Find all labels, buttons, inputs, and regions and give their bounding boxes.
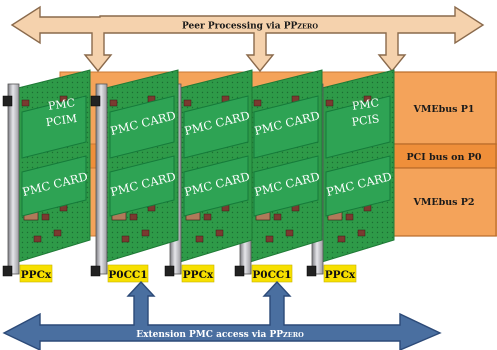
ejector-handle-bottom — [2, 265, 13, 277]
extension-pmc-label: Extension PMC access via PPZERO — [136, 330, 304, 340]
ejector-handle-top — [90, 95, 101, 107]
upper-pmc-card-body — [183, 95, 249, 159]
peer-processing-arrow: Peer Processing via PPZERO — [10, 5, 485, 73]
chip — [345, 213, 354, 221]
card-tag-box — [107, 264, 149, 283]
ejector-handle-top — [2, 95, 13, 107]
card-tag-box — [323, 264, 357, 283]
lower-pmc-card: PMC CARD — [253, 155, 321, 217]
ejector-handle-bottom — [90, 265, 101, 277]
card-tag-label: PPCx — [325, 269, 356, 281]
card-tag-label: PPCx — [21, 269, 52, 281]
chip — [285, 229, 294, 237]
chip — [129, 213, 138, 221]
lower-pmc-card-body — [183, 155, 249, 217]
front-panel — [95, 83, 108, 275]
bus-label-box-p1 — [391, 71, 497, 145]
chip — [183, 99, 192, 107]
chip — [253, 99, 262, 107]
upper-pmc-card: PMC CARD — [109, 95, 177, 159]
upper-pmc-label-line1: PMC — [47, 96, 76, 113]
bus-label-box-p0 — [391, 143, 497, 169]
chip — [215, 229, 224, 237]
bus-label-p0: PCI bus on P0 — [407, 152, 482, 163]
ejector-handle-bottom — [234, 265, 245, 277]
lower-pmc-card-body — [21, 155, 87, 217]
card-tag-label: P0CC1 — [108, 269, 147, 281]
lower-pmc-card-body — [253, 155, 319, 217]
bus-label-p1: VMEbus P1 — [412, 104, 474, 115]
card-tag-box — [181, 264, 215, 283]
upper-pmc-card-body — [253, 95, 319, 159]
upper-pmc-card-body — [325, 95, 391, 159]
chip — [265, 235, 274, 243]
ejector-handle-bottom — [164, 265, 175, 277]
chip — [121, 235, 130, 243]
chip — [337, 235, 346, 243]
upper-pmc-label-line2: PCIM — [45, 112, 78, 129]
front-panel — [7, 83, 20, 275]
upper-pmc-card: PMC CARD — [253, 95, 321, 159]
chip — [195, 235, 204, 243]
lower-pmc-card-body — [109, 155, 175, 217]
card-tag-label: PPCx — [183, 269, 214, 281]
chip — [273, 213, 282, 221]
chip — [33, 235, 42, 243]
chip — [53, 229, 62, 237]
card-tag-label: P0CC1 — [252, 269, 291, 281]
card-tag-box — [19, 264, 53, 283]
chip — [357, 229, 366, 237]
extension-pmc-arrow: Extension PMC access via PPZERO — [2, 280, 442, 350]
upper-pmc-card: PMC CARD — [183, 95, 251, 159]
lower-pmc-card-body — [325, 155, 391, 217]
bus-label-p2: VMEbus P2 — [412, 197, 474, 208]
lower-pmc-card: PMC CARD — [325, 155, 393, 217]
chip — [203, 213, 212, 221]
chip — [41, 213, 50, 221]
chip — [109, 99, 118, 107]
upper-pmc-label-line2: PCIS — [351, 112, 380, 129]
chip — [141, 229, 150, 237]
bus-label-box-p2 — [391, 167, 497, 237]
lower-pmc-card: PMC CARD — [21, 155, 89, 217]
chip — [325, 99, 334, 107]
lower-pmc-card: PMC CARD — [183, 155, 251, 217]
extension-pmc-arrow-shape — [2, 280, 442, 350]
card-tag-box — [251, 264, 293, 283]
upper-pmc-label-line1: PMC — [351, 96, 380, 113]
peer-processing-label: Peer Processing via PPZERO — [182, 22, 318, 32]
upper-pmc-card-body — [109, 95, 175, 159]
peer-processing-arrow-shape — [10, 5, 485, 73]
lower-pmc-card: PMC CARD — [109, 155, 177, 217]
ejector-handle-bottom — [306, 265, 317, 277]
chip — [21, 99, 30, 107]
upper-pmc-card-body — [21, 95, 87, 159]
